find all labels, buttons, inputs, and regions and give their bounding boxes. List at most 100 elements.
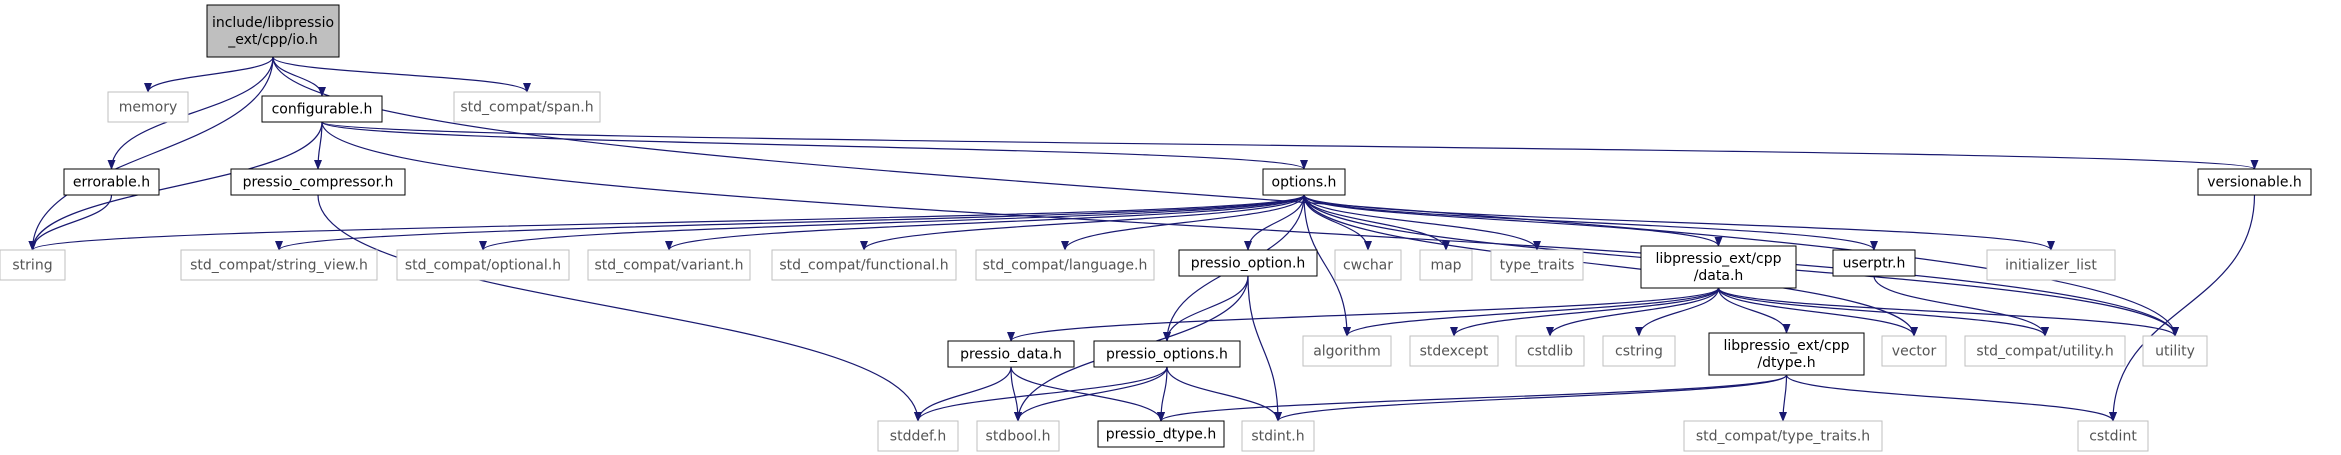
node-box [1515, 335, 1585, 367]
node-std-compat-span: std_compat/span.h [453, 91, 601, 123]
node-box [453, 91, 601, 123]
node-label: std_compat/type_traits.h [1696, 429, 1870, 445]
node-label: libpressio_ext/cpp [1724, 338, 1850, 354]
node-label: errorable.h [73, 175, 150, 191]
node-box [1986, 249, 2116, 281]
edge-pressio-data-h-to-stddef-h [914, 366, 1012, 422]
edge-pressio-compressor-h-to-stddef-h [317, 194, 922, 422]
edge-io-h-to-memory [144, 56, 274, 93]
node-label: pressio_dtype.h [1106, 427, 1216, 443]
node-label: cstdint [2089, 429, 2137, 445]
node-label: versionable.h [2207, 175, 2302, 191]
node-label: vector [1892, 344, 1937, 360]
node-label: std_compat/utility.h [1976, 344, 2113, 360]
edge-dtype-h-to-pressio-dtype-h [1157, 374, 1788, 422]
edge-options-h-to-vector [1303, 194, 1918, 337]
node-label: std_compat/language.h [983, 258, 1148, 274]
node-memory: memory [107, 91, 189, 123]
edge-options-h-to-std-compat-variant [665, 194, 1305, 251]
edge-data-h-to-cstdlib [1546, 287, 1720, 337]
node-versionable-h[interactable]: versionable.h [2197, 168, 2312, 196]
node-std-compat-utility: std_compat/utility.h [1964, 335, 2126, 367]
node-configurable-h[interactable]: configurable.h [261, 95, 383, 123]
node-algorithm: algorithm [1302, 335, 1392, 367]
edge-dtype-h-to-cstdint [1785, 374, 2117, 422]
node-errorable-h[interactable]: errorable.h [63, 168, 160, 196]
node-box [1241, 420, 1315, 452]
edge-io-h-to-std-compat-span [272, 56, 531, 93]
edge-pressio-options-h-to-stddef-h [914, 366, 1168, 422]
node-dtype-h[interactable]: libpressio_ext/cpp/dtype.h [1708, 332, 1865, 376]
node-label: stdexcept [1420, 344, 1489, 360]
node-label: configurable.h [272, 102, 373, 118]
node-initializer-list: initializer_list [1986, 249, 2116, 281]
node-pressio-options-h[interactable]: pressio_options.h [1093, 340, 1241, 368]
edge-configurable-h-to-pressio-compressor-h [314, 121, 323, 170]
node-cstring: cstring [1602, 335, 1676, 367]
node-label: cwchar [1343, 258, 1393, 274]
node-utility: utility [2142, 335, 2208, 367]
edge-options-h-to-std-compat-functional [860, 194, 1305, 251]
edge-data-h-to-vector [1717, 287, 1918, 337]
node-label: pressio_data.h [960, 347, 1062, 363]
node-data-h[interactable]: libpressio_ext/cpp/data.h [1640, 245, 1797, 289]
edge-options-h-to-std-compat-language [1061, 194, 1305, 251]
edge-data-h-to-cstring [1635, 287, 1720, 337]
node-box [2197, 168, 2312, 196]
node-box [1097, 420, 1225, 448]
node-label: utility [2155, 344, 2195, 360]
edge-pressio-option-h-to-pressio-options-h [1163, 275, 1249, 342]
edge-configurable-h-to-utility [321, 121, 2179, 337]
edge-io-h-to-errorable-h [107, 56, 274, 170]
edge-options-h-to-algorithm [1303, 194, 1351, 337]
node-label: initializer_list [2005, 258, 2097, 274]
node-label: map [1430, 258, 1461, 274]
node-label: /data.h [1694, 268, 1744, 284]
node-type-traits: type_traits [1490, 249, 1584, 281]
edge-io-h-to-configurable-h [272, 56, 326, 97]
node-box [1302, 335, 1392, 367]
node-std-compat-variant: std_compat/variant.h [587, 249, 751, 281]
edge-versionable-h-to-cstdint [2109, 194, 2256, 422]
edge-pressio-options-h-to-stdint-h [1166, 366, 1282, 422]
node-pressio-compressor-h[interactable]: pressio_compressor.h [230, 168, 406, 196]
node-userptr-h[interactable]: userptr.h [1832, 249, 1916, 277]
edge-data-h-to-dtype-h [1717, 287, 1791, 334]
node-box [587, 249, 751, 281]
edge-options-h-to-map [1303, 194, 1450, 251]
node-options-h[interactable]: options.h [1262, 168, 1346, 196]
node-stdbool-h: stdbool.h [976, 420, 1060, 452]
node-box [1832, 249, 1916, 277]
node-box [1093, 340, 1241, 368]
node-label: memory [119, 100, 178, 116]
node-box [1602, 335, 1676, 367]
node-pressio-dtype-h[interactable]: pressio_dtype.h [1097, 420, 1225, 448]
node-label: std_compat/optional.h [405, 258, 561, 274]
edge-options-h-to-std-compat-string-view [275, 194, 1305, 251]
node-label: pressio_compressor.h [243, 175, 394, 191]
node-box [1178, 249, 1318, 277]
node-box [975, 249, 1155, 281]
edge-errorable-h-to-string [28, 194, 113, 251]
edge-pressio-option-h-to-stdint-h [1247, 275, 1282, 422]
node-label: pressio_option.h [1191, 256, 1306, 272]
edge-data-h-to-utility [1717, 287, 2179, 337]
node-box [1409, 335, 1499, 367]
node-std-compat-functional: std_compat/functional.h [771, 249, 957, 281]
edge-io-h-to-string [28, 56, 274, 251]
dependency-edges [28, 56, 2258, 422]
node-map: map [1419, 249, 1473, 281]
node-box [63, 168, 160, 196]
node-pressio-option-h[interactable]: pressio_option.h [1178, 249, 1318, 277]
node-box [1683, 420, 1883, 452]
edge-data-h-to-stdexcept [1450, 287, 1720, 337]
node-label: /dtype.h [1757, 355, 1815, 371]
edge-data-h-to-algorithm [1343, 287, 1720, 337]
node-pressio-data-h[interactable]: pressio_data.h [947, 340, 1075, 368]
edge-data-h-to-std-compat-utility [1717, 287, 2049, 337]
edge-options-h-to-string [28, 194, 1305, 251]
edge-configurable-h-to-string [28, 121, 323, 251]
edge-configurable-h-to-options-h [321, 121, 1308, 170]
edge-options-h-to-std-compat-optional [479, 194, 1305, 251]
